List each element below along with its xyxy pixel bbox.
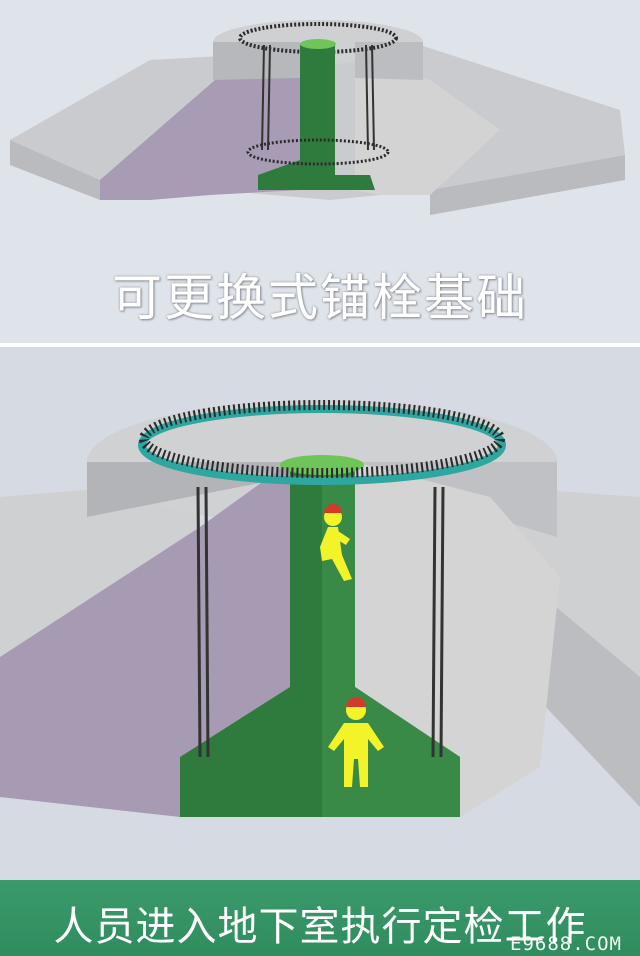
inspection-shaft <box>258 45 375 190</box>
foundation-diagram-bottom <box>0 400 640 817</box>
standing-worker-icon <box>328 697 384 787</box>
section-cut-left <box>100 60 300 200</box>
shaft-opening <box>300 39 336 49</box>
anchor-rod-right-2 <box>371 44 375 151</box>
watermark: E9688.COM <box>510 933 622 955</box>
anchor-rod-left <box>261 44 265 151</box>
anchor-rod-right-2 <box>439 486 445 758</box>
pedestal-side-left <box>213 42 300 80</box>
caption-bar <box>0 880 640 956</box>
bottom-anchor-ring <box>246 138 390 166</box>
top-caption: 可更换式锚栓基础 <box>112 269 528 327</box>
anchor-rod-left-2 <box>204 486 210 758</box>
anchor-flange <box>138 405 506 485</box>
anchor-rod-right <box>365 44 369 151</box>
climbing-worker-icon <box>320 504 352 581</box>
bottom-illustration-panel: 人员进入地下室执行定检工作 E9688.COM <box>0 347 640 956</box>
foundation-disk-edge-left <box>10 140 100 200</box>
bottom-caption: 人员进入地下室执行定检工作 <box>53 904 587 950</box>
section-cut-left <box>0 462 290 817</box>
disk-top-left <box>0 477 200 657</box>
foundation-disk-edge-right <box>430 155 625 215</box>
top-illustration-panel: 可更换式锚栓基础 <box>0 0 640 343</box>
section-cut-right <box>355 60 500 195</box>
disk-top-right <box>500 487 640 677</box>
anchor-rod-left <box>196 486 202 758</box>
anchor-bolt-ring <box>139 400 505 478</box>
foundation-diagram-top <box>10 20 625 215</box>
anchor-rod-right <box>431 486 437 758</box>
anchor-rod-left-2 <box>267 44 271 151</box>
